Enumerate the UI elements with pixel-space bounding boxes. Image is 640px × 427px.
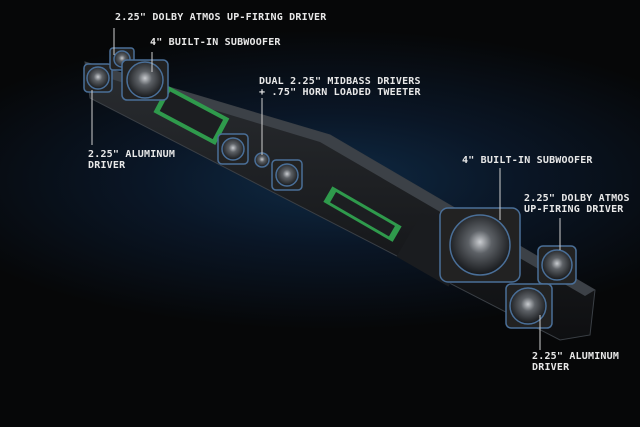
label-midbass-drivers: DUAL 2.25" MIDBASS DRIVERS + .75" HORN L… [259,76,421,98]
label-right-atmos-line1: 2.25" DOLBY ATMOS [524,193,630,204]
label-right-aluminum-line2: DRIVER [532,362,570,373]
label-left-aluminum-line2: DRIVER [88,160,126,171]
circuit-board-left [153,85,230,146]
label-top-subwoofer: 4" BUILT-IN SUBWOOFER [150,37,281,48]
label-right-aluminum-driver: 2.25" ALUMINUM DRIVER [532,351,619,373]
label-left-aluminum-driver: 2.25" ALUMINUM DRIVER [88,149,175,171]
label-right-aluminum-line1: 2.25" ALUMINUM [532,351,620,362]
speaker-drivers [83,47,577,329]
leader-lines [91,28,561,350]
label-midbass-line1: DUAL 2.25" MIDBASS DRIVERS [259,76,421,87]
label-midbass-line2: + .75" HORN LOADED TWEETER [259,87,421,98]
label-left-aluminum-line1: 2.25" ALUMINUM [88,149,176,160]
circuit-board-right [323,186,402,242]
label-right-subwoofer: 4" BUILT-IN SUBWOOFER [462,155,593,166]
label-right-atmos-line2: UP-FIRING DRIVER [524,204,624,215]
label-top-atmos-driver: 2.25" DOLBY ATMOS UP-FIRING DRIVER [115,12,327,23]
label-right-atmos-driver: 2.25" DOLBY ATMOS UP-FIRING DRIVER [524,193,630,215]
